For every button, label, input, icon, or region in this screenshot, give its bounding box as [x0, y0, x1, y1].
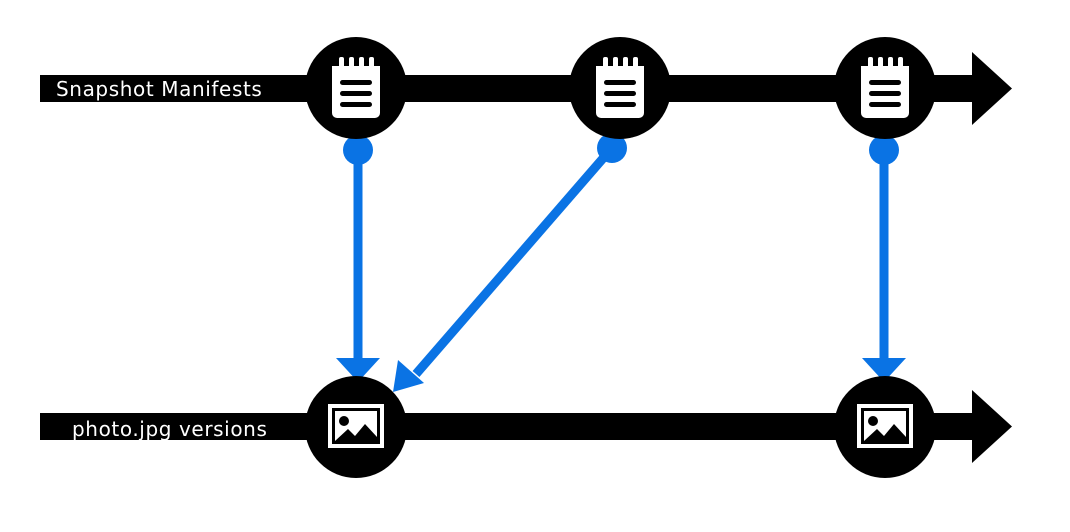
photo-track-arrowhead	[972, 390, 1012, 463]
reference-arrow-2-head	[393, 360, 424, 392]
reference-arrow-1-origin	[343, 135, 373, 165]
reference-arrow-3-origin	[869, 135, 899, 165]
reference-arrow-3	[862, 135, 906, 382]
snapshot-track-label: Snapshot Manifests	[56, 77, 262, 101]
snapshot-node-1	[305, 37, 407, 139]
reference-arrows	[336, 133, 906, 392]
photo-version-node-2	[834, 376, 936, 478]
reference-arrow-2	[393, 133, 627, 392]
notepad-icon	[332, 57, 380, 118]
snapshot-node-2	[569, 37, 671, 139]
photo-version-node-1	[305, 376, 407, 478]
notepad-icon	[861, 57, 909, 118]
reference-arrow-2-origin	[597, 133, 627, 163]
reference-arrow-1-head	[336, 358, 380, 382]
photo-track: photo.jpg versions	[40, 390, 1012, 463]
photo-track-line	[40, 413, 980, 440]
snapshot-track: Snapshot Manifests	[40, 52, 1012, 125]
notepad-icon	[596, 57, 644, 118]
snapshot-track-arrowhead	[972, 52, 1012, 125]
snapshot-track-line	[40, 75, 980, 102]
reference-arrow-1	[336, 135, 380, 382]
reference-arrow-3-head	[862, 358, 906, 382]
image-icon	[328, 404, 384, 448]
snapshot-node-3	[834, 37, 936, 139]
image-icon	[857, 404, 913, 448]
photo-track-label: photo.jpg versions	[72, 417, 267, 441]
